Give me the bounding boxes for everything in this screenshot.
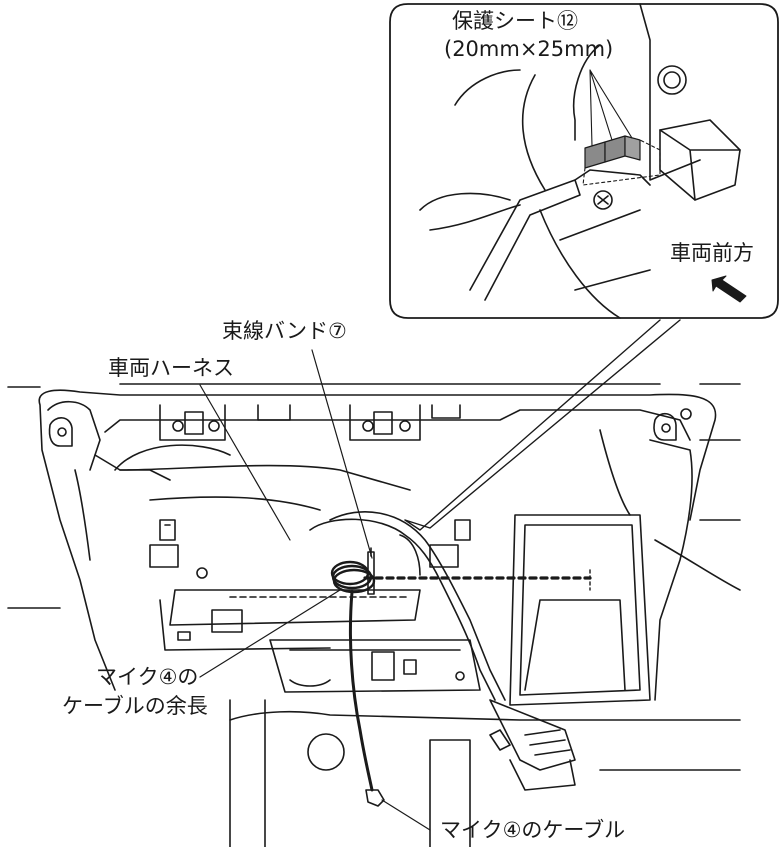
- mic-excess-leader: [199, 589, 341, 678]
- mic-cable: [348, 590, 374, 792]
- cable-tie-leader: [311, 349, 373, 559]
- vehicle-front-label: 車両前方: [670, 241, 754, 265]
- mic-excess-label-line2: ケーブルの余長: [62, 694, 208, 718]
- leader-lines: [199, 349, 431, 831]
- vehicle-harness-label: 車両ハーネス: [108, 356, 234, 380]
- cable-tie-label: 束線バンド⑦: [222, 319, 347, 343]
- mic-cable-label: マイク④のケーブル: [440, 818, 626, 842]
- protective-sheet-1: [584, 141, 606, 169]
- protective-sheet-size-label: (20mm×25mm): [444, 37, 614, 61]
- dashboard-panel: [7, 383, 741, 848]
- coiled-cable-excess: [330, 547, 376, 595]
- harness-leader: [199, 384, 291, 541]
- protective-sheet-label: 保護シート⑫: [452, 9, 578, 33]
- vehicle-harness-bundle: [309, 511, 506, 701]
- detail-inset: [389, 3, 779, 319]
- protective-sheet-3: [624, 135, 641, 161]
- mic-excess-label-line1: マイク④の: [96, 665, 199, 689]
- mic-cable-tip: [365, 789, 385, 807]
- front-arrow-icon: [711, 275, 747, 303]
- mic-cable-leader: [381, 799, 431, 831]
- protective-sheet-2: [604, 135, 626, 163]
- inset-pointer: [404, 319, 681, 531]
